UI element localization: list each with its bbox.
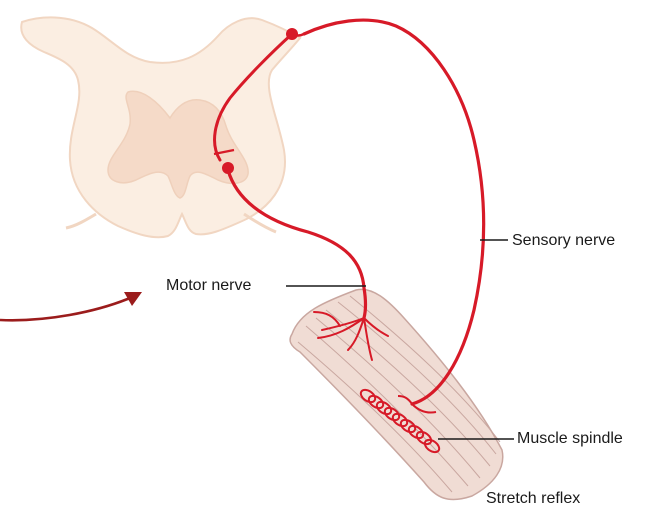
- dorsal-root-ganglion-cell: [286, 28, 298, 40]
- pointer-arrow: [0, 292, 142, 320]
- spinal-cord-cross-section: [21, 17, 300, 237]
- pointer-arrow-shaft: [0, 298, 130, 320]
- figure-caption: Stretch reflex: [486, 490, 580, 508]
- motor-nerve-label: Motor nerve: [166, 277, 251, 295]
- muscle-spindle-label: Muscle spindle: [517, 430, 623, 448]
- ventral-root-left: [66, 214, 96, 228]
- sensory-nerve-label: Sensory nerve: [512, 232, 615, 250]
